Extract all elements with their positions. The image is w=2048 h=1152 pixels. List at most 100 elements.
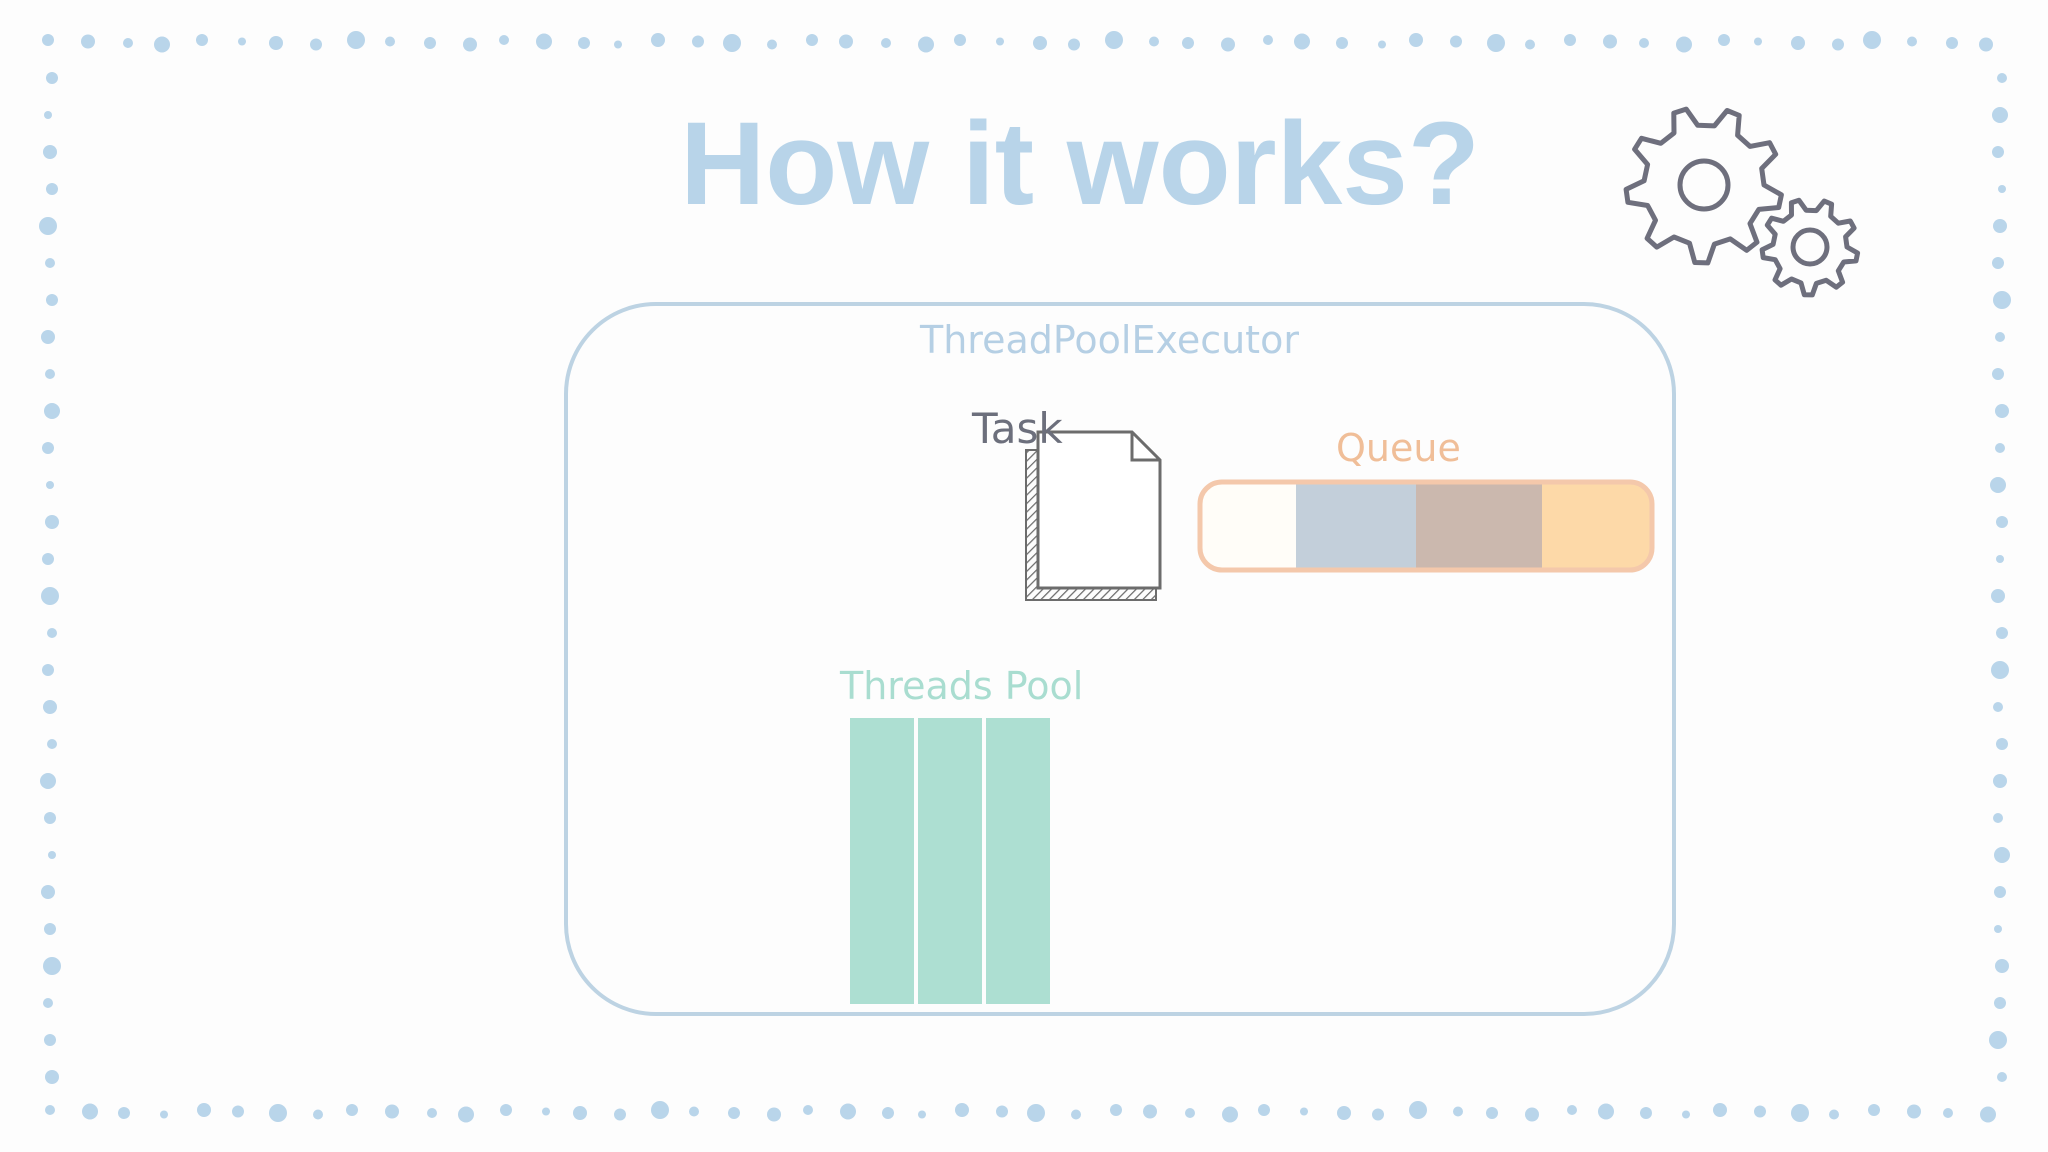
executor-label: ThreadPoolExecutor <box>920 318 1299 362</box>
queue-slot <box>1296 482 1416 570</box>
border-dot <box>1997 1072 2007 1082</box>
border-dot <box>614 1108 626 1121</box>
border-dot <box>81 34 95 49</box>
border-dot <box>767 1107 781 1122</box>
border-dot <box>42 553 54 565</box>
border-dot <box>1946 37 1958 49</box>
border-dot <box>42 664 54 676</box>
border-dot <box>1994 997 2006 1009</box>
border-dot <box>1993 702 2003 712</box>
border-dot <box>269 1104 287 1122</box>
border-dot <box>1682 1110 1690 1119</box>
border-dot <box>1603 34 1617 49</box>
border-dot <box>1222 1106 1238 1123</box>
border-dot <box>954 34 966 46</box>
border-dot <box>269 36 283 50</box>
border-dot <box>1713 1103 1727 1117</box>
border-dot <box>882 1107 894 1119</box>
border-dot <box>1979 37 1993 52</box>
queue-slot <box>1200 482 1296 570</box>
border-dot <box>1258 1104 1270 1116</box>
border-dot <box>1994 847 2010 863</box>
thread-column <box>986 718 1050 1004</box>
border-dot <box>154 36 170 53</box>
border-dot <box>41 587 59 605</box>
slide-title: How it works? <box>680 98 1480 230</box>
border-dot <box>728 1107 740 1119</box>
border-dot <box>1337 1106 1351 1120</box>
border-dot <box>118 1107 130 1119</box>
border-dot <box>46 481 54 489</box>
border-dot <box>1143 1104 1157 1119</box>
border-dot <box>1450 35 1462 48</box>
border-dot <box>1996 516 2008 528</box>
border-dot <box>43 957 61 975</box>
border-dot <box>1993 291 2011 309</box>
threads-pool <box>850 716 1060 1006</box>
border-dot <box>1263 35 1273 45</box>
border-dot <box>1995 404 2009 418</box>
border-dot <box>1718 34 1730 46</box>
border-dot <box>45 369 55 379</box>
border-dot <box>41 330 55 344</box>
border-dot <box>996 37 1004 46</box>
border-dot <box>1995 959 2009 973</box>
border-dot <box>1829 1109 1839 1120</box>
border-dot <box>651 33 665 47</box>
border-dot <box>955 1103 969 1117</box>
border-dot <box>197 1103 211 1117</box>
gears-icon <box>1600 95 1880 315</box>
border-dot <box>1525 39 1535 50</box>
border-dot <box>385 1104 399 1119</box>
border-dot <box>1598 1103 1614 1120</box>
border-dot <box>1993 774 2007 788</box>
thread-column <box>850 718 914 1004</box>
border-dot <box>45 1105 55 1115</box>
border-dot <box>196 34 208 46</box>
border-dot <box>1994 886 2006 898</box>
border-dot <box>1791 1104 1809 1122</box>
border-dot <box>578 37 590 49</box>
border-dot <box>1564 34 1576 46</box>
border-dot <box>1567 1105 1577 1115</box>
border-dot <box>40 773 56 789</box>
border-dot <box>1378 40 1386 49</box>
border-dot <box>1071 1109 1081 1120</box>
executor-box <box>564 302 1676 1016</box>
border-dot <box>82 1103 98 1120</box>
border-dot <box>1027 1104 1045 1122</box>
border-dot <box>573 1106 587 1120</box>
border-dot <box>427 1108 437 1118</box>
border-dot <box>1033 36 1047 50</box>
border-dot <box>1943 1108 1953 1118</box>
border-dot <box>1992 107 2008 123</box>
border-dot <box>1639 38 1649 48</box>
border-dot <box>1997 73 2007 83</box>
queue-slot <box>1542 482 1652 570</box>
border-dot <box>41 885 55 899</box>
border-dot <box>313 1109 323 1120</box>
border-dot <box>881 38 891 48</box>
border-dot <box>1907 1104 1921 1119</box>
border-dot <box>1992 368 2004 380</box>
border-dot <box>1868 1104 1880 1116</box>
border-dot <box>803 1105 813 1115</box>
border-dot <box>1992 257 2004 269</box>
border-dot <box>499 35 509 45</box>
border-dot <box>42 34 54 46</box>
border-dot <box>424 37 436 49</box>
border-dot <box>1336 37 1348 49</box>
border-dot <box>48 851 56 859</box>
border-dot <box>46 72 58 84</box>
border-dot <box>45 515 59 529</box>
border-dot <box>1754 1105 1766 1118</box>
border-dot <box>44 812 56 824</box>
border-dot <box>1185 1108 1195 1118</box>
border-dot <box>47 739 57 749</box>
border-dot <box>1980 1106 1996 1123</box>
border-dot <box>996 1105 1008 1118</box>
border-dot <box>1453 1106 1463 1117</box>
border-dot <box>44 923 56 935</box>
border-dot <box>1676 36 1692 53</box>
